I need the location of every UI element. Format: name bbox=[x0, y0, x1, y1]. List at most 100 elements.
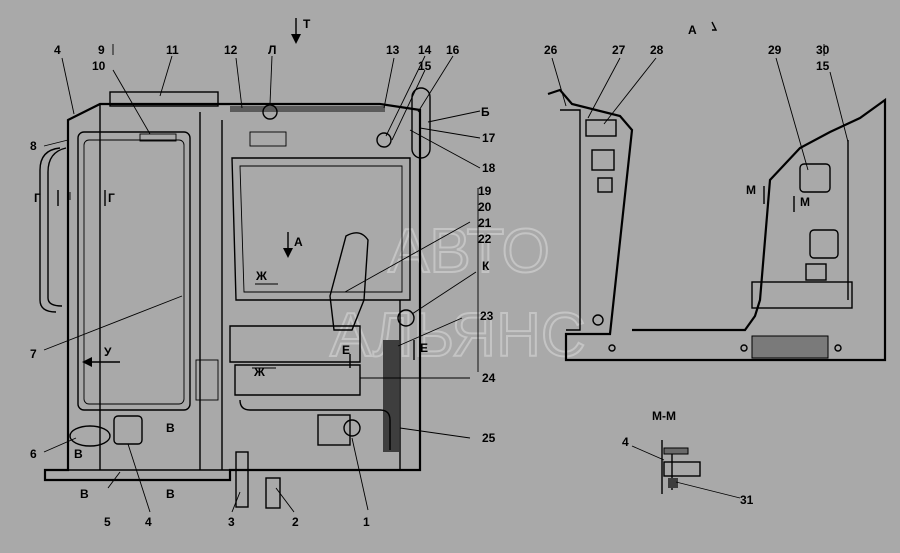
leader-lines-main bbox=[43, 44, 481, 513]
callout-26: 26 bbox=[544, 43, 558, 57]
callout-4-mm: 4 bbox=[622, 435, 629, 449]
callout-16: 16 bbox=[446, 43, 460, 57]
callout-7: 7 bbox=[30, 347, 37, 361]
callout-2: 2 bbox=[292, 515, 299, 529]
heater-vent bbox=[69, 425, 111, 447]
callout-4-top: 4 bbox=[54, 43, 61, 57]
callout-9: 9 bbox=[98, 43, 105, 57]
floor-duct bbox=[239, 399, 391, 450]
door-window-outer bbox=[231, 157, 411, 301]
label-view-E-left: Е bbox=[342, 343, 350, 357]
callout-12: 12 bbox=[224, 43, 238, 57]
label-view-V-4: В bbox=[166, 487, 175, 501]
label-view-A: А bbox=[294, 235, 303, 249]
watermark-line2: АЛЬЯНС bbox=[330, 301, 586, 370]
gauge-2 bbox=[809, 229, 839, 259]
callout-1: 1 bbox=[363, 515, 370, 529]
label-view-G-left: Г bbox=[34, 191, 41, 205]
gauge-cluster bbox=[799, 163, 831, 193]
callout-25: 25 bbox=[482, 431, 496, 445]
view-arrows bbox=[57, 18, 415, 369]
handrail-outer bbox=[39, 147, 61, 313]
switch-block-1 bbox=[591, 149, 615, 171]
knob-L bbox=[262, 104, 278, 120]
callout-15-right: 15 bbox=[816, 59, 830, 73]
callout-29: 29 bbox=[768, 43, 782, 57]
callout-11: 11 bbox=[166, 43, 179, 57]
main-cab-view bbox=[39, 87, 431, 509]
callout-21: 21 bbox=[478, 216, 492, 230]
view-label-texts: Т А А Л Г Г У Ж Ж Е Е В В В В Б К М М М-… bbox=[34, 17, 810, 501]
callout-31: 31 bbox=[740, 493, 754, 507]
label-view-A-title: А bbox=[688, 23, 697, 37]
callout-3: 3 bbox=[228, 515, 235, 529]
seat-console bbox=[234, 364, 361, 396]
callout-13: 13 bbox=[386, 43, 400, 57]
rear-mirror bbox=[411, 87, 431, 159]
switch-block-top bbox=[585, 119, 617, 137]
callout-6: 6 bbox=[30, 447, 37, 461]
knob-K bbox=[397, 309, 415, 327]
switch-block-2 bbox=[597, 177, 613, 193]
callout-5: 5 bbox=[104, 515, 111, 529]
side-box bbox=[195, 359, 219, 401]
watermark-line1: АВТО bbox=[388, 217, 550, 286]
label-view-M-2: М bbox=[800, 195, 810, 209]
door-window-inner bbox=[239, 165, 403, 293]
seat-back bbox=[329, 232, 369, 331]
heater-fan bbox=[343, 419, 361, 437]
label-view-M-1: М bbox=[746, 183, 756, 197]
callout-10: 10 bbox=[92, 59, 106, 73]
callout-23: 23 bbox=[480, 309, 494, 323]
knob-14 bbox=[376, 132, 392, 148]
callout-17: 17 bbox=[482, 131, 496, 145]
label-view-Zh-top: Ж bbox=[255, 269, 267, 283]
callout-15: 15 bbox=[418, 59, 432, 73]
callout-18: 18 bbox=[482, 161, 496, 175]
callout-numbers: 1 2 3 4 5 6 7 8 9 10 11 12 13 14 15 16 1… bbox=[30, 43, 830, 529]
callout-4: 4 bbox=[145, 515, 152, 529]
callout-27: 27 bbox=[612, 43, 626, 57]
label-section-MM: М-М bbox=[652, 409, 676, 423]
view-A-panel bbox=[547, 21, 887, 362]
console-strip bbox=[751, 281, 853, 309]
callout-8: 8 bbox=[30, 139, 37, 153]
dash-outline bbox=[547, 88, 887, 362]
wiper-motor bbox=[139, 133, 177, 142]
callout-20: 20 bbox=[478, 200, 492, 214]
dash-left-panel bbox=[560, 109, 581, 331]
heater-unit bbox=[317, 414, 351, 446]
callout-24: 24 bbox=[482, 371, 496, 385]
label-view-Zh-bottom: Ж bbox=[253, 365, 265, 379]
label-view-U: У bbox=[104, 345, 112, 359]
roof-unit bbox=[109, 91, 219, 107]
front-glass bbox=[77, 131, 191, 411]
callout-14: 14 bbox=[418, 43, 432, 57]
foot-pedal bbox=[113, 415, 143, 445]
pipe-2 bbox=[265, 477, 281, 509]
label-view-T: Т bbox=[303, 17, 311, 31]
callout-22: 22 bbox=[478, 232, 492, 246]
label-view-V-2: В bbox=[74, 447, 83, 461]
label-view-L: Л bbox=[268, 43, 276, 57]
vent-grille bbox=[751, 335, 829, 359]
handrail-inner bbox=[47, 147, 67, 307]
callout-19: 19 bbox=[478, 184, 492, 198]
label-view-V-3: В bbox=[80, 487, 89, 501]
section-MM bbox=[631, 440, 741, 499]
label-view-V-1: В bbox=[166, 421, 175, 435]
pipe-3 bbox=[235, 451, 249, 508]
label-view-K: К bbox=[482, 259, 490, 273]
seat-base bbox=[229, 325, 361, 363]
cab-light bbox=[249, 131, 287, 147]
label-view-B: Б bbox=[481, 105, 490, 119]
gauge-3 bbox=[805, 263, 827, 281]
roof-insulation bbox=[230, 106, 385, 112]
label-view-G-right: Г bbox=[108, 191, 115, 205]
front-glass-inner bbox=[83, 139, 185, 405]
callout-28: 28 bbox=[650, 43, 664, 57]
side-insulation bbox=[383, 340, 399, 452]
label-view-E-right: Е bbox=[420, 341, 428, 355]
callout-30: 30 bbox=[816, 43, 830, 57]
